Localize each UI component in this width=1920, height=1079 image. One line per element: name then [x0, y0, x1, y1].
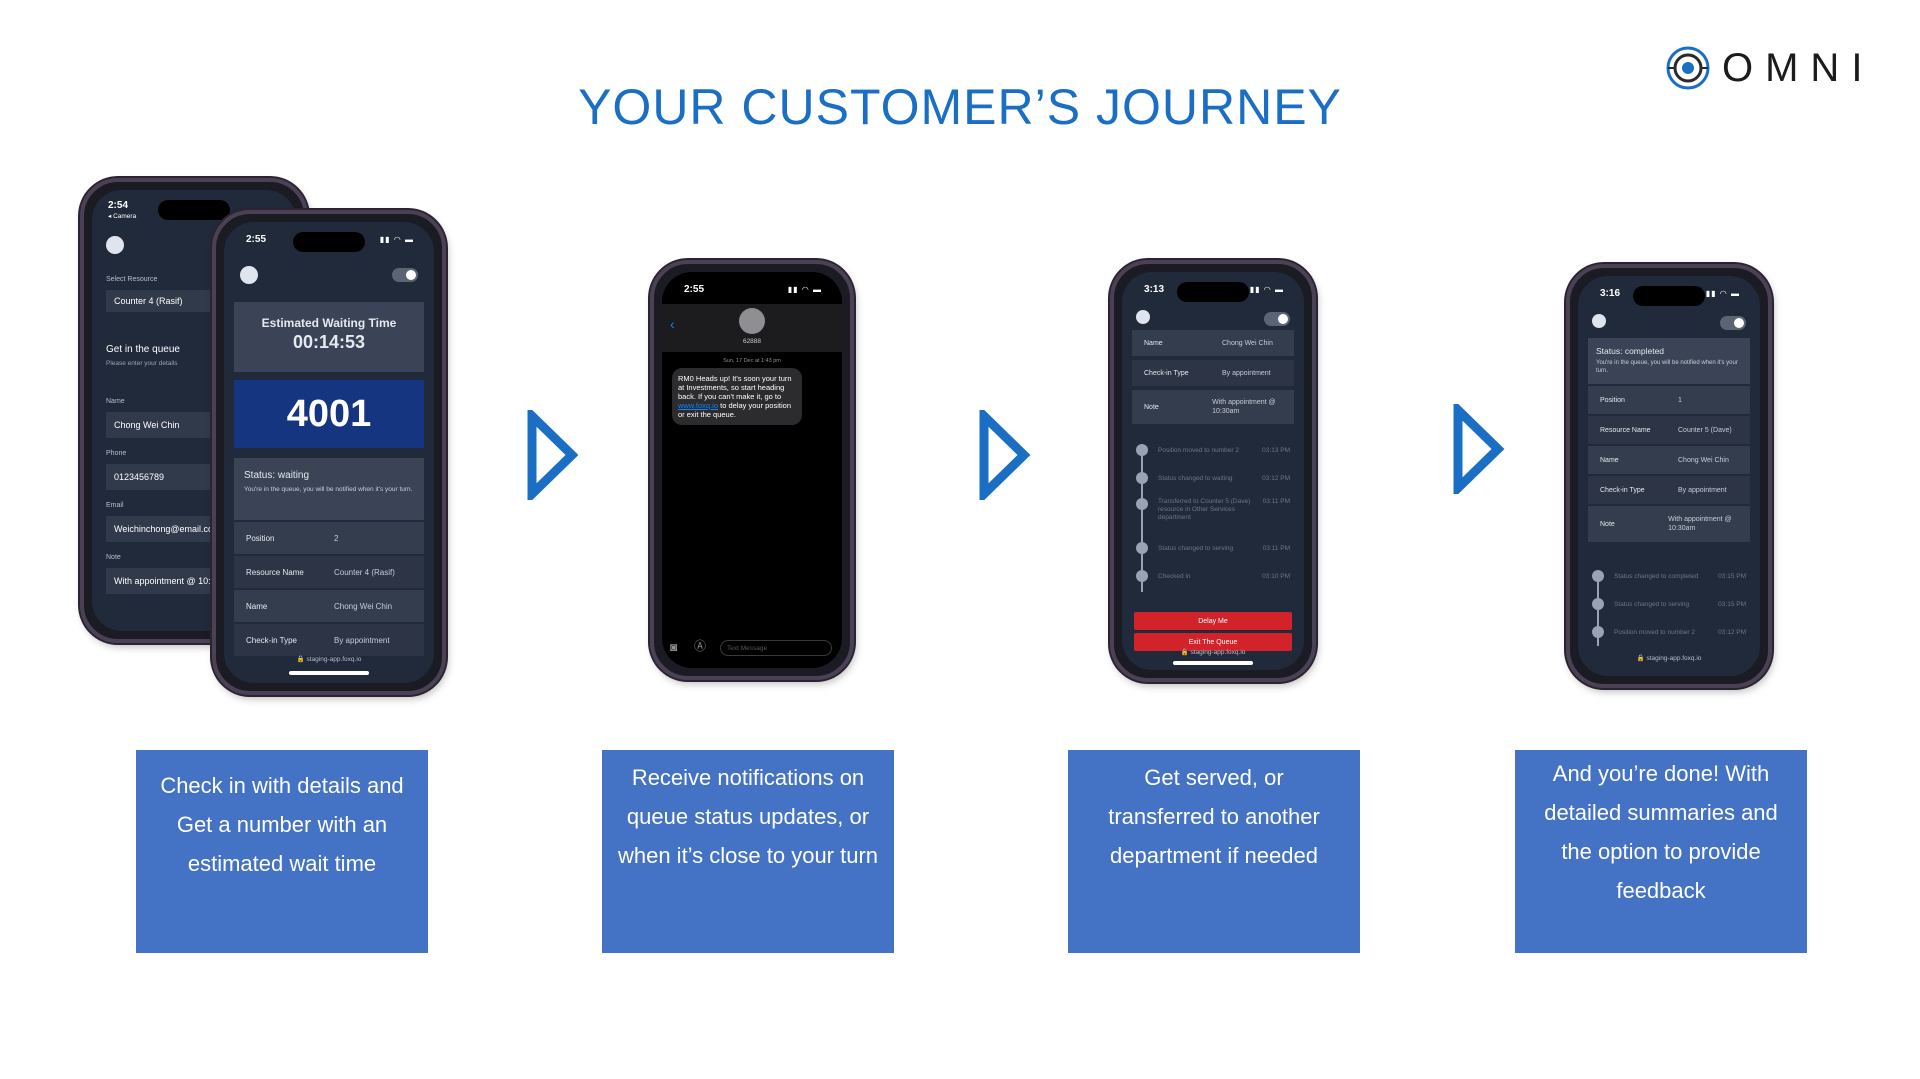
status-time: 2:55	[246, 234, 267, 245]
phone-label: Phone	[106, 450, 127, 457]
wait-time-title: Estimated Waiting Time	[261, 316, 397, 330]
home-indicator	[1173, 661, 1253, 665]
message-link[interactable]: www.foxq.io	[678, 401, 719, 410]
sender-number: 62888	[742, 338, 762, 345]
app-store-icon[interactable]: Ⓐ	[694, 639, 707, 653]
theme-toggle[interactable]	[392, 268, 418, 282]
sms-bubble: RM0 Heads up! It's soon your turn at Inv…	[672, 368, 802, 425]
status-time: 2:55	[684, 284, 705, 295]
arrow-right-icon	[527, 410, 579, 500]
phone-completed: 3:16 ▮▮ ◠ ▬ Status: completed You're in …	[1566, 264, 1772, 688]
url-bar[interactable]: 🔒 staging-app.foxq.io	[1180, 649, 1246, 656]
app-logo-icon	[1136, 310, 1150, 324]
wait-time-card: Estimated Waiting Time 00:14:53	[234, 302, 424, 372]
signal-icon: ▮▮ ◠ ▬	[787, 285, 822, 294]
app-logo-icon	[240, 266, 258, 284]
signal-icon: ▮▮ ◠ ▬	[1249, 285, 1284, 294]
timeline-line	[1141, 452, 1143, 592]
caption-check-in: Check in with details and Get a number w…	[136, 750, 428, 953]
signal-icon: ▮▮ ◠ ▬	[379, 235, 414, 244]
status-time: 3:16	[1600, 288, 1621, 299]
timeline-line	[1597, 576, 1599, 646]
name-label: Name	[106, 398, 125, 405]
url-bar[interactable]: 🔒 staging-app.foxq.io	[1636, 655, 1702, 662]
status-card: Status: waiting You're in the queue, you…	[234, 458, 424, 520]
status-time: 3:13	[1144, 284, 1165, 295]
theme-toggle[interactable]	[1264, 312, 1290, 326]
app-logo-icon	[106, 236, 124, 254]
status-time: 2:54	[108, 200, 129, 211]
wait-time-value: 00:14:53	[292, 332, 366, 352]
contact-avatar[interactable]	[739, 308, 765, 334]
app-logo-icon	[1592, 314, 1606, 328]
caption-served: Get served, or transferred to another de…	[1068, 750, 1360, 953]
phone-ticket-waiting: 2:55 ▮▮ ◠ ▬ Estimated Waiting Time 00:14…	[212, 210, 446, 695]
home-indicator	[289, 671, 369, 675]
status-title: Status: waiting	[244, 470, 310, 481]
status-card: Status: completed You're in the queue, y…	[1588, 338, 1750, 384]
arrow-right-icon	[1453, 404, 1505, 494]
theme-toggle[interactable]	[1720, 316, 1746, 330]
caption-done: And you’re done! With detailed summaries…	[1515, 750, 1807, 953]
back-chevron-icon[interactable]: ‹	[670, 316, 675, 332]
url-bar[interactable]: 🔒 staging-app.foxq.io	[296, 656, 362, 663]
arrow-right-icon	[979, 410, 1031, 500]
status-title: Status: completed	[1596, 346, 1665, 356]
page-title: YOUR CUSTOMER’S JOURNEY	[578, 79, 1342, 135]
queue-subheading: Please enter your details	[106, 360, 178, 367]
message-text: RM0 Heads up! It's soon your turn at Inv…	[678, 374, 792, 401]
delay-button[interactable]: Delay Me	[1134, 612, 1292, 630]
timeline-item: Transferred to Counter 5 (Dave) resource…	[1136, 498, 1290, 522]
omni-logo: OMNI	[1664, 44, 1874, 92]
sms-header: ‹ 62888	[662, 304, 842, 352]
status-text: You're in the queue, you will be notifie…	[244, 486, 413, 493]
note-label: Note	[106, 554, 121, 561]
ticket-number: 4001	[234, 380, 424, 448]
message-input[interactable]: Text Message	[720, 640, 832, 656]
message-date: Sun, 17 Dec at 1:43 pm	[723, 358, 781, 364]
camera-back-label: ◂ Camera	[108, 213, 137, 220]
signal-icon: ▮▮ ◠ ▬	[1705, 289, 1740, 298]
exit-queue-button[interactable]: Exit The Queue	[1134, 633, 1292, 651]
queue-heading: Get in the queue	[106, 344, 180, 355]
caption-notifications: Receive notifications on queue status up…	[602, 750, 894, 953]
email-label: Email	[106, 502, 124, 509]
brand-name: OMNI	[1722, 45, 1875, 90]
phone-sms-notification: 2:55 ▮▮ ◠ ▬ ‹ 62888 Sun, 17 Dec at 1:43 …	[650, 260, 854, 680]
status-text: You're in the queue, you will be notifie…	[1596, 360, 1738, 374]
omni-logo-icon	[1666, 46, 1710, 90]
select-resource-label: Select Resource	[106, 276, 158, 283]
camera-icon[interactable]: ◙	[670, 640, 678, 654]
